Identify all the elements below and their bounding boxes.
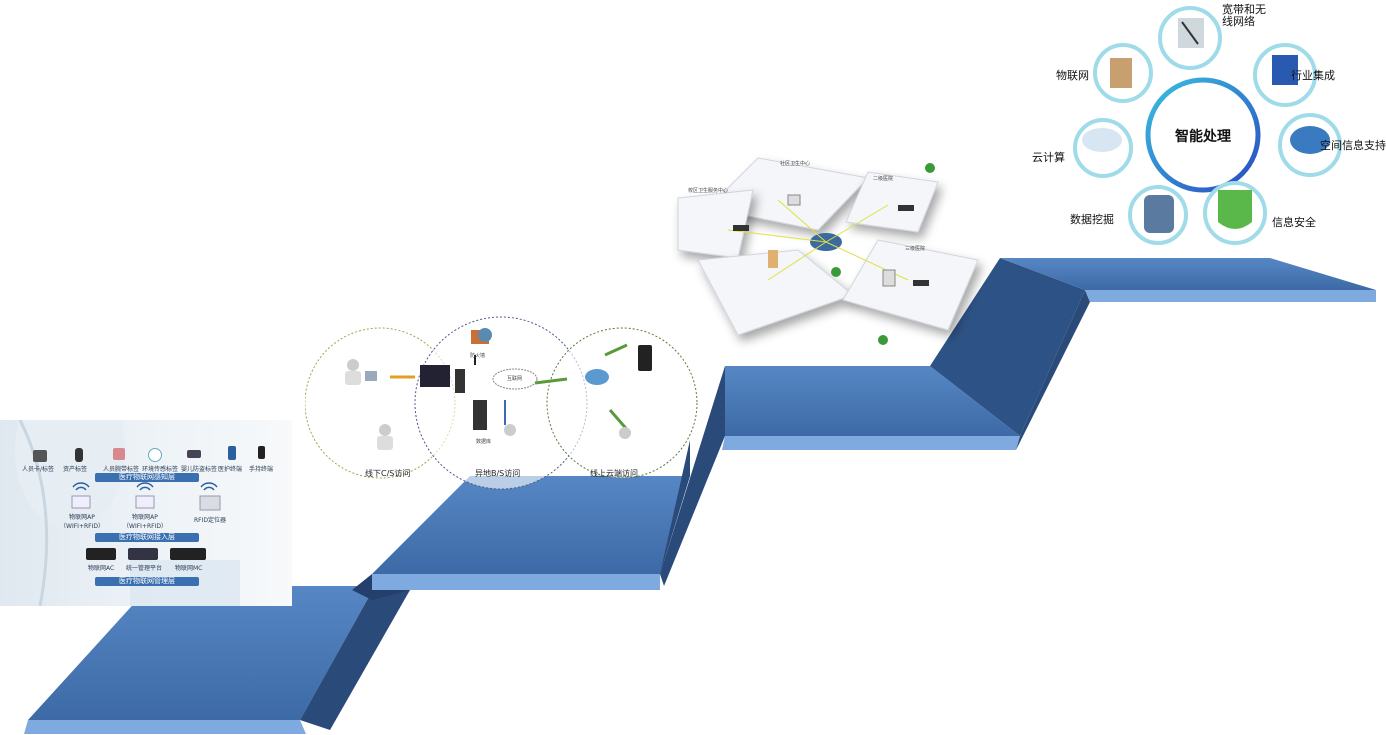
device-label: 人员卡/标签 bbox=[22, 466, 55, 473]
device-icon bbox=[258, 446, 265, 459]
device-label: 手持终端 bbox=[249, 466, 274, 473]
wheel-item-cloud: 云计算 bbox=[1032, 151, 1065, 164]
device-icon bbox=[33, 450, 47, 462]
venn-right-label: 线上云端访问 bbox=[590, 469, 638, 478]
doctor-background bbox=[15, 420, 240, 606]
step-3-riser-2 bbox=[1016, 290, 1090, 450]
wifi-icons bbox=[71, 482, 221, 511]
network-node-label: 社区卫生中心 bbox=[780, 161, 811, 167]
platform-label: 物联网AC bbox=[88, 565, 115, 572]
device-label: 环境传感标签 bbox=[142, 466, 179, 473]
step-1-top bbox=[28, 586, 375, 720]
smart-wheel bbox=[1073, 6, 1342, 245]
step-3-edge bbox=[722, 436, 1020, 450]
step-2-riser bbox=[660, 440, 690, 574]
step-3-top bbox=[725, 366, 1020, 436]
venn-diagram bbox=[305, 316, 698, 490]
platform-label: 物联网MC bbox=[175, 565, 203, 572]
cloud-label: 互联网 bbox=[507, 376, 523, 382]
platform-layer-bar: 医疗物联网管理层 bbox=[95, 577, 199, 586]
network-diagram bbox=[677, 157, 979, 345]
ap-label: 物联网AP（WIFI+RFID） bbox=[123, 514, 167, 530]
server-icon bbox=[86, 548, 116, 560]
network-node-label: 校区卫生服务中心 bbox=[688, 188, 729, 194]
venn-small-label: 数据库 bbox=[476, 439, 492, 445]
device-icon bbox=[228, 446, 236, 460]
device-icon bbox=[187, 450, 201, 458]
device-label: 医护终端 bbox=[218, 466, 243, 473]
ap-label: 物联网AP（WIFI+RFID） bbox=[60, 514, 104, 530]
device-label: 资产标签 bbox=[63, 466, 88, 473]
step-4-top bbox=[1000, 258, 1376, 290]
server-icon bbox=[170, 548, 206, 560]
access-layer-bar: 医疗物联网接入层 bbox=[95, 533, 199, 542]
person-icon bbox=[345, 359, 393, 450]
venn-left-label: 线下C/S访问 bbox=[365, 469, 411, 478]
wheel-item-spatial: 空间信息支持 bbox=[1320, 139, 1386, 152]
device-label: 人员腕带标签 bbox=[103, 466, 140, 473]
platform-label: 统一管理平台 bbox=[126, 565, 163, 572]
venn-mid-label: 异地B/S访问 bbox=[475, 469, 521, 478]
wheel-item-mining: 数据挖掘 bbox=[1070, 213, 1114, 226]
wheel-item-security: 信息安全 bbox=[1272, 216, 1316, 229]
step-2-edge bbox=[372, 574, 660, 590]
step-1-edge bbox=[24, 720, 306, 734]
wheel-item-broadband: 宽带和无 线网络 bbox=[1222, 3, 1266, 28]
network-node-label: 三级医院 bbox=[905, 246, 926, 252]
step-4-edge bbox=[1085, 290, 1376, 302]
ap-label: RFID定位器 bbox=[194, 517, 227, 524]
perception-layer-bar: 医疗物联网感知层 bbox=[95, 473, 199, 482]
device-label: 婴儿防盗标签 bbox=[181, 466, 218, 473]
step-2-top bbox=[372, 476, 690, 574]
device-icon bbox=[148, 448, 162, 462]
network-node-label: 二级医院 bbox=[873, 176, 894, 182]
iot-panel: 人员卡/标签 资产标签 人员腕带标签 环境传感标签 婴儿防盗标签 医护终端 手持… bbox=[0, 420, 292, 606]
wheel-item-iot: 物联网 bbox=[1056, 69, 1089, 82]
device-icon bbox=[75, 448, 83, 462]
step-1-riser bbox=[300, 586, 410, 730]
step-3-riser bbox=[660, 366, 725, 586]
server-icon bbox=[128, 548, 158, 560]
step-3-riser-back bbox=[930, 258, 1085, 436]
venn-small-label: 防火墙 bbox=[470, 353, 486, 359]
device-icon bbox=[113, 448, 125, 460]
wheel-item-industry: 行业集成 bbox=[1291, 69, 1335, 82]
smart-center-label: 智能处理 bbox=[1175, 129, 1231, 145]
